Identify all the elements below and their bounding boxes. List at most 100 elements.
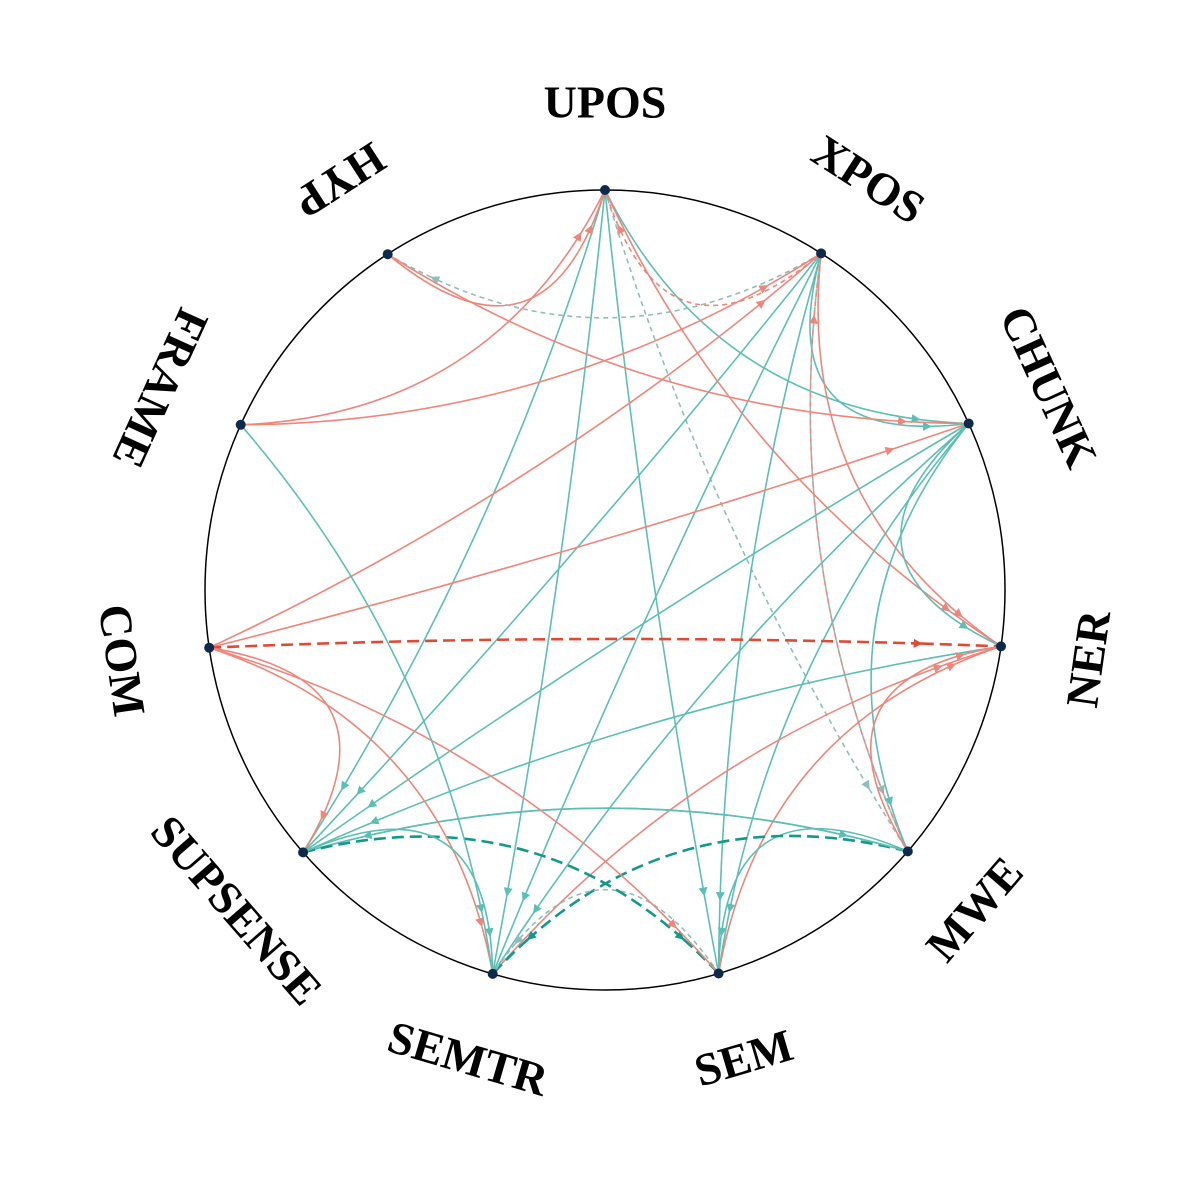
edge-line-tail [387,253,432,278]
edge-supsense-to-mwe [302,807,909,854]
node-xpos [816,248,827,259]
edge-line-tail [893,422,969,450]
edge-line [514,888,720,974]
edge-semtr-to-ner [492,645,1002,975]
node-label-com: COM [89,601,156,720]
node-label-sem: SEM [689,1019,799,1096]
edge-com-to-chunk [209,422,969,649]
edge-xpos-to-supsense [302,252,822,853]
edge-line-tail [813,253,822,316]
edge-line [387,224,593,307]
edge-line [302,835,685,941]
edge-line [521,253,822,902]
edges-layer [208,189,1002,975]
edge-com-to-sem [208,646,720,975]
node-label-xpos: XPOS [803,125,934,234]
edge-line [604,189,951,612]
edge-line [604,189,708,897]
edge-line-tail [906,420,969,425]
edge-xpos-to-upos [604,189,822,307]
edge-line-tail [703,895,720,974]
edge-line [362,807,909,853]
edge-line [387,253,908,426]
labels-layer: UPOSXPOSCHUNKNERMWESEMSEMTRSUPSENSECOMFR… [89,77,1121,1107]
edge-line [870,422,970,807]
edge-line-tail [302,793,358,853]
edge-line [715,253,822,902]
edge-line [369,645,1002,825]
edge-line [604,189,870,790]
edge-line-tail [847,834,909,853]
node-label-mwe: MWE [916,847,1033,971]
edge-line [209,446,895,649]
nodes-layer [204,185,1006,979]
edge-hyp-to-upos [387,189,606,307]
edge-line [809,314,909,852]
edge-line [208,299,766,649]
edge-com-to-supsense [209,646,341,853]
node-semtr [487,968,498,979]
edge-upos-to-semtr [491,189,606,975]
node-label-frame: FRAME [103,301,219,476]
edge-com-to-ner [209,637,1002,649]
edge-mwe-to-sem [717,827,909,974]
edge-line-tail [941,645,1002,667]
edge-xpos-to-ner [817,253,1002,648]
edge-line [340,189,606,791]
node-ner [996,641,1006,652]
edge-line-tail [302,806,369,854]
node-supsense [298,847,309,858]
edge-line [503,189,606,897]
edge-line-tail [492,943,516,975]
edge-sem-to-semtr [492,888,720,975]
edge-line [240,424,485,914]
node-label-semtr: SEMTR [382,1011,554,1106]
edge-line [532,422,970,914]
edge-line-tail [921,642,1002,648]
node-sem [713,968,724,979]
edge-com-to-xpos [208,252,822,649]
edge-line-tail [967,627,1002,648]
edge-chunk-to-mwe [870,422,970,852]
edge-line [492,664,943,975]
edge-line [209,637,923,649]
edge-line-tail [491,900,524,975]
node-frame [235,419,246,430]
edge-xpos-to-hyp [387,252,822,319]
node-chunk [963,418,974,429]
edge-line [208,646,484,928]
edge-line [208,646,677,929]
edge-mwe-to-xpos [809,253,909,852]
edge-chunk-to-sem [717,422,970,974]
node-mwe [902,846,913,857]
edge-line [726,422,970,913]
node-label-upos: UPOS [544,77,667,128]
edge-line-tail [961,616,1002,648]
edge-chunk-to-supsense [302,422,970,854]
edge-line [367,422,970,808]
edge-upos-to-sem [604,189,720,974]
node-label-ner: NER [1056,606,1120,710]
node-label-hyp: HYP [285,133,394,229]
node-label-chunk: CHUNK [990,298,1108,475]
edge-line [869,652,965,852]
edge-frame-to-upos [240,189,606,426]
edge-line [817,253,963,618]
edge-line-tail [764,252,822,302]
edge-line [209,646,341,821]
node-upos [600,185,610,195]
edge-xpos-to-semtr [491,253,822,975]
edge-line-tail [604,189,619,226]
edge-line-tail [491,895,508,975]
edge-frame-to-semtr [240,424,494,975]
edge-supsense-to-semtr [302,828,494,974]
node-hyp [382,249,393,260]
node-com [204,642,215,653]
edge-line [356,252,822,796]
edge-hyp-to-chunk [387,253,969,426]
edge-mwe-to-ner [869,645,1002,852]
edge-line [526,834,909,941]
edge-line [302,807,849,854]
edge-line [302,828,494,938]
edge-line [240,232,582,426]
